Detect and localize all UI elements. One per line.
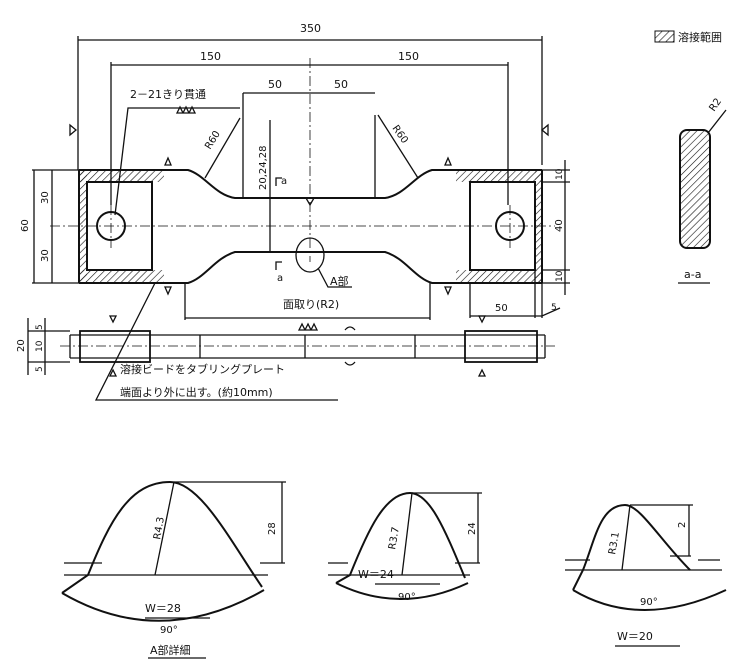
- hole-leader: [114, 107, 240, 216]
- dim-50-tab: 50: [495, 303, 508, 314]
- weld-symbol-icons: [108, 315, 487, 377]
- detail-angle: 90°: [398, 592, 416, 603]
- hatch-swatch-icon: [654, 30, 675, 43]
- legend-label: 溶接範囲: [678, 30, 722, 44]
- weld-region: [79, 270, 164, 283]
- detail-radius: R4.3: [152, 516, 167, 540]
- detail-radius: R3.7: [387, 526, 402, 550]
- detail-label: W＝28: [145, 602, 181, 615]
- dimension-350: [77, 36, 543, 170]
- dimension-chamfer: [184, 283, 431, 320]
- weld-region: [456, 270, 542, 283]
- dim-30-upper: 30: [40, 191, 51, 204]
- dim-350-label: 350: [300, 22, 321, 35]
- detail-height: 24: [467, 522, 478, 535]
- detail-w28: R4.3 28 90° W＝28 W＝28: [61, 480, 286, 636]
- side-view: 20 5 10 5: [16, 315, 555, 377]
- chamfer-note: 面取り(R2): [283, 298, 339, 311]
- side-dim-10: 10: [35, 340, 45, 352]
- radius-left-label: R60: [203, 129, 223, 152]
- section-label: a-a: [684, 268, 701, 281]
- section-radius: R2: [707, 97, 724, 114]
- tab-plate-left: [78, 169, 164, 284]
- dim-50-left: 50: [268, 78, 282, 91]
- section-shape: [679, 129, 711, 249]
- side-dim-5-bottom: 5: [35, 366, 45, 372]
- detail-label: W＝24: [358, 568, 394, 581]
- radius-right-label: R60: [390, 123, 410, 145]
- section-mark-top: a: [281, 176, 287, 187]
- neck-width-label: 20,24,28: [258, 145, 269, 190]
- detail-angle: 90°: [160, 625, 178, 636]
- dim-10-top: 10: [555, 168, 565, 180]
- dim-150-right: 150: [398, 50, 419, 63]
- dim-10-bottom: 10: [555, 270, 565, 282]
- weld-region: [79, 170, 87, 283]
- detail-label: W＝20: [617, 630, 653, 643]
- dim-5-offset: 5: [551, 303, 557, 313]
- dimension-right: [542, 160, 570, 295]
- weld-note-leader: [94, 282, 338, 401]
- side-dim-20: 20: [16, 339, 27, 352]
- detail-title: A部詳細: [150, 643, 191, 657]
- detail-a-ref: A部: [330, 274, 349, 288]
- weld-note-line2: 端面より外に出す。(約10mm): [120, 385, 273, 399]
- side-dim-5-top: 5: [35, 324, 45, 330]
- weld-region: [535, 170, 542, 283]
- weld-region: [79, 170, 164, 182]
- section-mark-bottom: a: [277, 273, 283, 284]
- hole-note: 2－21きり貫通: [130, 88, 206, 101]
- detail-w24: R3.7 24 90° W＝24: [328, 491, 482, 603]
- weld-note-line1: 溶接ビードをタブリングプレート: [120, 362, 285, 376]
- weld-region: [456, 170, 542, 182]
- weld-symbol-icons: [69, 105, 549, 331]
- dim-30-lower: 30: [40, 249, 51, 262]
- detail-height: 28: [267, 522, 278, 535]
- dimension-50-tab: [469, 270, 561, 318]
- side-outline: [69, 334, 546, 359]
- dimension-150: [110, 62, 509, 205]
- detail-w20: R3.1 2 90° W＝20: [565, 503, 727, 647]
- dim-50-right: 50: [334, 78, 348, 91]
- top-view: 350 150 150 50 50 2－21きり貫通 R60 R60 20,24…: [20, 22, 570, 401]
- detail-radius: R3.1: [607, 531, 622, 555]
- tab-plate-right: [456, 169, 543, 284]
- dim-60-label: 60: [20, 219, 31, 232]
- dim-40: 40: [554, 219, 565, 232]
- section-a-a: R2 a-a: [678, 97, 727, 284]
- detail-angle: 90°: [640, 597, 658, 608]
- detail-height: 2: [677, 522, 688, 528]
- dimension-60: [32, 169, 79, 284]
- dimension-50: [242, 92, 376, 198]
- legend: 溶接範囲: [654, 30, 722, 44]
- dim-150-left: 150: [200, 50, 221, 63]
